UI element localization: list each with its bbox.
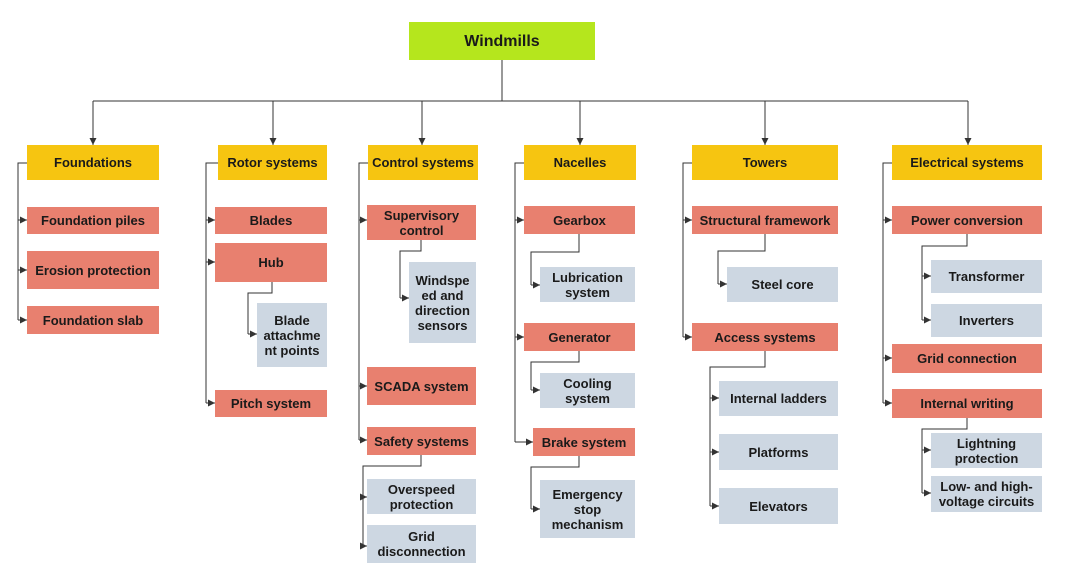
node-structural-framework: Structural framework [692,206,838,234]
node-inverters: Inverters [931,304,1042,337]
category-electrical-systems: Electrical systems [892,145,1042,180]
node-gearbox: Gearbox [524,206,635,234]
node-grid-disconnection: Grid disconnection [367,525,476,563]
node-lightning-protection: Lightning protection [931,433,1042,468]
node-erosion-protection: Erosion protection [27,251,159,289]
category-towers: Towers [692,145,838,180]
node-safety-systems: Safety systems [367,427,476,455]
node-lubrication-system: Lubrication system [540,267,635,302]
node-emergency-stop-mechanism: Emergency stop mechanism [540,480,635,538]
node-foundation-piles: Foundation piles [27,207,159,234]
root-node: Windmills [409,22,595,60]
node-access-systems: Access systems [692,323,838,351]
node-internal-ladders: Internal ladders [719,381,838,416]
node-supervisory-control: Supervisory control [367,205,476,240]
node-hub: Hub [215,243,327,282]
node-pitch-system: Pitch system [215,390,327,417]
category-nacelles: Nacelles [524,145,636,180]
category-control-systems: Control systems [368,145,478,180]
node-foundation-slab: Foundation slab [27,306,159,334]
node-brake-system: Brake system [533,428,635,456]
node-steel-core: Steel core [727,267,838,302]
node-cooling-system: Cooling system [540,373,635,408]
node-platforms: Platforms [719,434,838,470]
node-scada-system: SCADA system [367,367,476,405]
category-rotor-systems: Rotor systems [218,145,327,180]
node-elevators: Elevators [719,488,838,524]
node-blades: Blades [215,207,327,234]
node-overspeed-protection: Overspeed protection [367,479,476,514]
node-windspeed-direction-sensors: Windspe ed and direction sensors [409,262,476,343]
node-transformer: Transformer [931,260,1042,293]
node-blade-attachment-points: Blade attachme nt points [257,303,327,367]
node-power-conversion: Power conversion [892,206,1042,234]
category-foundations: Foundations [27,145,159,180]
node-low-high-voltage-circuits: Low- and high-voltage circuits [931,476,1042,512]
node-generator: Generator [524,323,635,351]
node-internal-writing: Internal writing [892,389,1042,418]
node-grid-connection: Grid connection [892,344,1042,373]
